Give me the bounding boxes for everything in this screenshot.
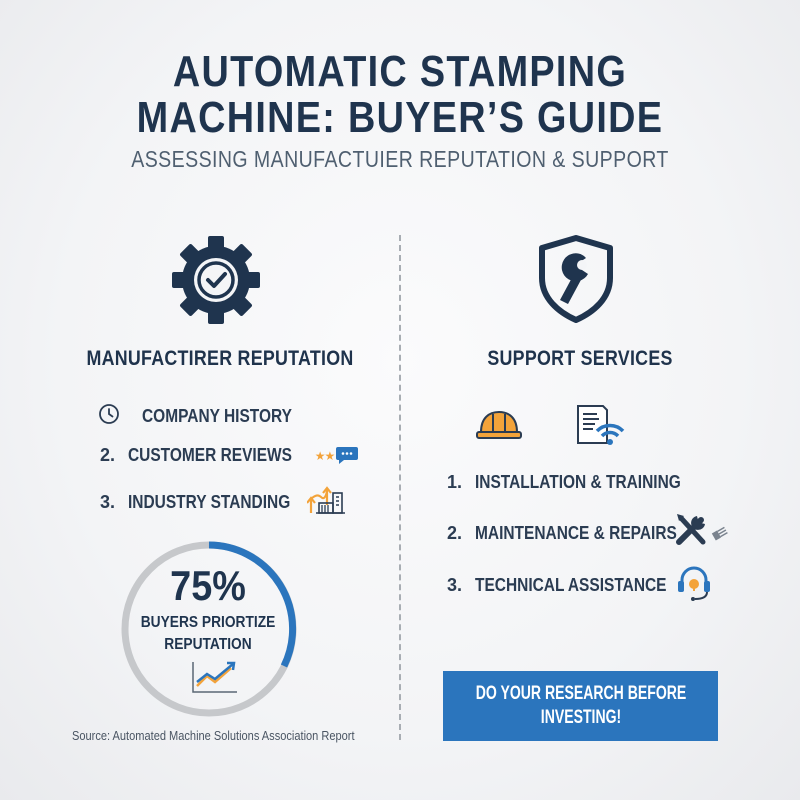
list-item-technical-assistance: 3. TECHNICAL ASSISTANCE	[447, 575, 698, 596]
cta-line-2: INVESTING!	[540, 707, 621, 728]
cta-line-1: DO YOUR RESEARCH BEFORE	[475, 683, 686, 704]
list-number: 3.	[447, 575, 463, 595]
support-section-title: SUPPORT SERVICES	[487, 347, 673, 370]
list-item-industry-standing: 3. INDUSTRY STANDING	[100, 485, 347, 520]
stars-chat-icon: ★★	[315, 446, 360, 466]
gear-check-icon	[168, 232, 264, 328]
stat-label-line-2: REPUTATION	[164, 636, 252, 653]
stat-label-line-1: BUYERS PRIORTIZE	[140, 614, 276, 631]
list-item-maintenance-repairs: 2. MAINTENANCE & REPAIRS	[447, 523, 710, 544]
list-item-label: MAINTENANCE & REPAIRS	[475, 523, 677, 543]
list-item-label: TECHNICAL ASSISTANCE	[475, 575, 667, 595]
page-subtitle: ASSESSING MANUFACTUIER REPUTATION & SUPP…	[131, 146, 669, 172]
list-number: 1.	[447, 472, 463, 492]
stat-value: 75%	[170, 562, 246, 609]
clock-icon	[98, 403, 142, 430]
hard-hat-icon	[475, 406, 523, 447]
reputation-ring-chart	[118, 538, 300, 720]
list-number: 2.	[447, 523, 463, 543]
list-number: 2.	[100, 445, 116, 465]
section-divider	[399, 235, 401, 740]
source-note: Source: Automated Machine Solutions Asso…	[72, 728, 355, 743]
headset-icon	[676, 564, 712, 607]
page-title-line-1: AUTOMATIC STAMPING	[172, 47, 628, 96]
list-item-installation-training: 1. INSTALLATION & TRAINING	[447, 472, 714, 493]
page-title-line-2: MACHINE: BUYER’S GUIDE	[136, 93, 664, 142]
list-item-label: COMPANY HISTORY	[142, 406, 292, 426]
tools-icon	[675, 512, 729, 553]
list-item-label: CUSTOMER REVIEWS	[128, 445, 292, 465]
trend-up-chart-icon	[191, 660, 239, 699]
list-item-label: INDUSTRY STANDING	[128, 492, 291, 512]
shield-wrench-icon	[538, 234, 614, 324]
list-item-label: INSTALLATION & TRAINING	[475, 472, 681, 492]
list-number: 3.	[100, 492, 116, 512]
reputation-section-title: MANUFACTIRER REPUTATION	[86, 347, 354, 370]
list-item-company-history: COMPANY HISTORY	[98, 403, 316, 430]
list-item-customer-reviews: 2. CUSTOMER REVIEWS ★★	[100, 445, 359, 466]
research-cta-button[interactable]: DO YOUR RESEARCH BEFORE INVESTING!	[443, 671, 718, 741]
growth-building-icon	[305, 485, 347, 520]
document-wifi-icon	[575, 403, 629, 452]
